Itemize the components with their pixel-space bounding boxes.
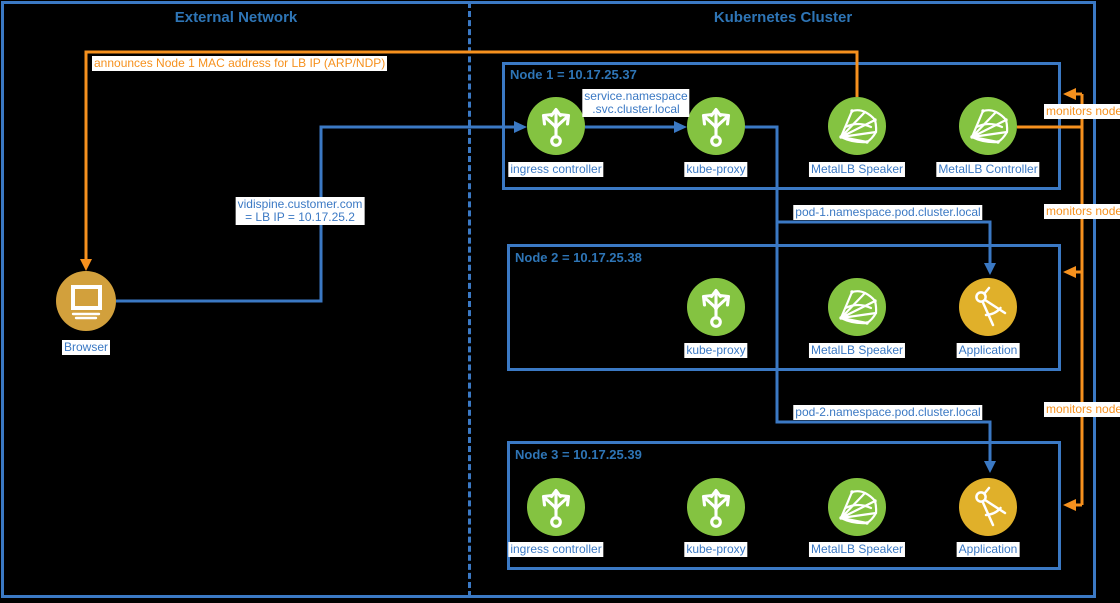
node3-kube-proxy-label: kube-proxy: [684, 542, 748, 557]
browser-icon: [56, 271, 116, 331]
node2-application-label: Application: [956, 343, 1020, 358]
node2-title: Node 2 = 10.17.25.38: [515, 250, 642, 265]
service-line2: .svc.cluster.local: [592, 102, 680, 116]
outer-frame: [1, 1, 1096, 598]
service-line1: service.namespace: [584, 89, 688, 103]
monitors-node1-label: monitors node: [1044, 104, 1120, 119]
browser-label: Browser: [61, 340, 111, 355]
node2-kube-proxy-icon: [687, 278, 745, 336]
node1-metallb-speaker-icon: [828, 97, 886, 155]
node1-metallb-speaker-label: MetalLB Speaker: [808, 162, 906, 177]
node3-metallb-speaker-label: MetalLB Speaker: [808, 542, 906, 557]
node1-kube-proxy-label: kube-proxy: [684, 162, 748, 177]
node3-ingress-controller-icon: [527, 478, 585, 536]
vidispine-line1: vidispine.customer.com: [237, 197, 363, 211]
node1-title: Node 1 = 10.17.25.37: [510, 67, 637, 82]
external-network-title: External Network: [174, 9, 298, 26]
node1-kube-proxy-icon: [687, 97, 745, 155]
monitors-node2-label: monitors node: [1044, 204, 1120, 219]
vidispine-line2: = LB IP = 10.17.25.2: [245, 210, 355, 224]
network-divider-line: [468, 2, 471, 597]
node3-application-label: Application: [956, 542, 1020, 557]
node2-application-icon: [959, 278, 1017, 336]
node2-box: [507, 244, 1061, 371]
node2-kube-proxy-label: kube-proxy: [684, 343, 748, 358]
pod2-dns-edge-label: pod-2.namespace.pod.cluster.local: [793, 405, 983, 420]
node1-ingress-controller-label: ingress controller: [508, 162, 604, 177]
node3-application-icon: [959, 478, 1017, 536]
node2-metallb-speaker-icon: [828, 278, 886, 336]
node3-ingress-controller-label: ingress controller: [508, 542, 604, 557]
service-dns-edge-label: service.namespace .svc.cluster.local: [582, 89, 690, 117]
pod1-dns-edge-label: pod-1.namespace.pod.cluster.local: [793, 205, 983, 220]
monitors-node3-label: monitors node: [1044, 402, 1120, 417]
kubernetes-cluster-title: Kubernetes Cluster: [713, 9, 853, 26]
node1-metallb-controller-icon: [959, 97, 1017, 155]
node3-kube-proxy-icon: [687, 478, 745, 536]
node3-metallb-speaker-icon: [828, 478, 886, 536]
node3-title: Node 3 = 10.17.25.39: [515, 447, 642, 462]
announce-edge-label: announces Node 1 MAC address for LB IP (…: [92, 56, 388, 71]
node1-ingress-controller-icon: [527, 97, 585, 155]
node2-metallb-speaker-label: MetalLB Speaker: [808, 343, 906, 358]
node3-box: [507, 441, 1061, 570]
vidispine-edge-label: vidispine.customer.com = LB IP = 10.17.2…: [235, 197, 365, 225]
node1-metallb-controller-label: MetalLB Controller: [936, 162, 1040, 177]
